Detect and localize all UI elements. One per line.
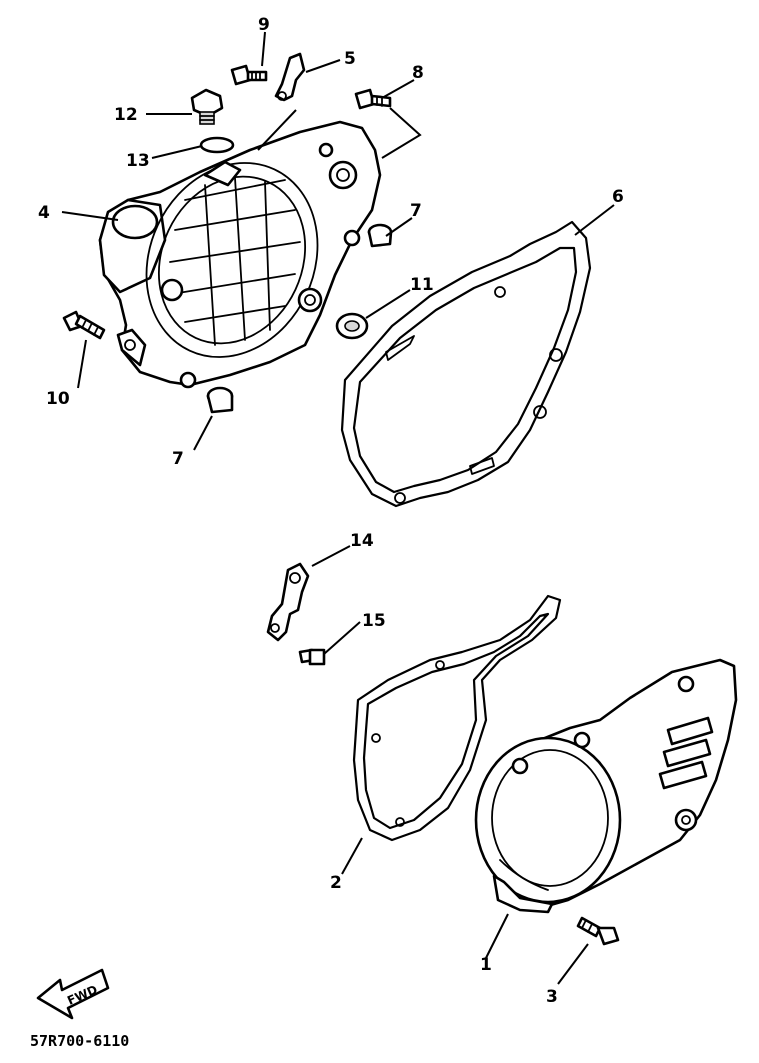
- callout-11: 11: [410, 275, 434, 295]
- callout-3: 3: [546, 987, 558, 1007]
- crankcase-cover-part-1: [474, 658, 738, 914]
- screw-part-3: [576, 916, 620, 946]
- gasket-part-6: [340, 220, 592, 508]
- callout-6: 6: [612, 187, 624, 207]
- callout-7-lower: 7: [172, 449, 184, 469]
- o-ring-part-13: [199, 136, 235, 154]
- callout-numbers: 9 5 8 12 13 4 6 7 11 10 7 14 15 2 1 3: [38, 15, 624, 1007]
- cable-holder-part-5: [274, 52, 306, 102]
- callout-10: 10: [46, 389, 70, 409]
- fwd-arrow-icon: FWD: [36, 968, 110, 1020]
- callout-7-upper: 7: [410, 201, 422, 221]
- plug-part-12: [190, 88, 224, 125]
- dowel-pin-part-7-lower: [206, 386, 234, 414]
- leader-lines: [61, 31, 615, 985]
- bolt-part-10: [62, 310, 106, 340]
- callout-1: 1: [480, 955, 492, 975]
- callout-12: 12: [114, 105, 138, 125]
- crankcase-cover-part-4: [98, 120, 382, 389]
- bolt-part-9: [230, 64, 268, 86]
- gasket-part-2: [352, 594, 562, 842]
- diagram-code: 57R700-6110: [30, 1032, 129, 1050]
- callout-14: 14: [350, 531, 374, 551]
- callout-5: 5: [344, 49, 356, 69]
- callout-8: 8: [412, 63, 424, 83]
- oil-seal-part-11: [335, 312, 369, 340]
- dowel-pin-part-7-upper: [367, 223, 393, 248]
- callout-2: 2: [330, 873, 342, 893]
- callout-15: 15: [362, 611, 386, 631]
- screw-part-15: [298, 648, 326, 666]
- callout-9: 9: [258, 15, 270, 35]
- callout-4: 4: [38, 203, 50, 223]
- bolt-part-8: [354, 88, 392, 110]
- callout-13: 13: [126, 151, 150, 171]
- bracket-part-14: [266, 562, 310, 642]
